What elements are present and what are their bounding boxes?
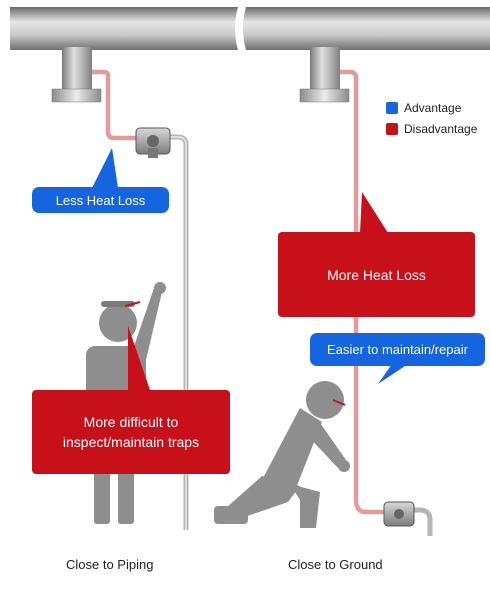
crouching-worker-figure xyxy=(214,381,350,528)
legend-advantage-label: Advantage xyxy=(404,101,462,115)
legend-disadvantage: Disadvantage xyxy=(386,122,477,136)
left-drop-leg xyxy=(51,47,102,103)
disadvantage-swatch xyxy=(386,123,398,135)
difficult-maintenance-line2: inspect/maintain traps xyxy=(62,434,200,450)
legend-disadvantage-label: Disadvantage xyxy=(404,122,478,136)
right-red-callout-pointer xyxy=(360,192,388,233)
more-heat-loss-callout: More Heat Loss xyxy=(278,232,475,317)
right-return-line xyxy=(408,507,433,536)
legend-advantage: Advantage xyxy=(386,101,461,115)
difficult-maintenance-callout: More difficult to inspect/maintain traps xyxy=(32,390,230,474)
caption-close-to-piping: Close to Piping xyxy=(66,557,154,572)
right-steam-trap xyxy=(383,501,415,527)
header-pipe xyxy=(10,7,490,50)
less-heat-loss-label: Less Heat Loss xyxy=(55,192,146,208)
less-heat-loss-callout: Less Heat Loss xyxy=(32,187,169,213)
left-blue-callout-pointer xyxy=(92,148,118,188)
left-steam-trap xyxy=(135,127,171,158)
more-heat-loss-label: More Heat Loss xyxy=(327,266,426,283)
left-steam-branch xyxy=(92,69,140,141)
left-red-callout-pointer xyxy=(128,326,150,390)
caption-close-to-ground: Close to Ground xyxy=(288,557,383,572)
right-blue-callout-pointer xyxy=(378,364,408,384)
advantage-swatch xyxy=(386,102,398,114)
difficult-maintenance-line1: More difficult to xyxy=(83,414,179,430)
easier-maintenance-callout: Easier to maintain/repair xyxy=(310,333,485,366)
easier-maintenance-label: Easier to maintain/repair xyxy=(327,342,468,357)
right-drop-leg xyxy=(299,47,350,103)
